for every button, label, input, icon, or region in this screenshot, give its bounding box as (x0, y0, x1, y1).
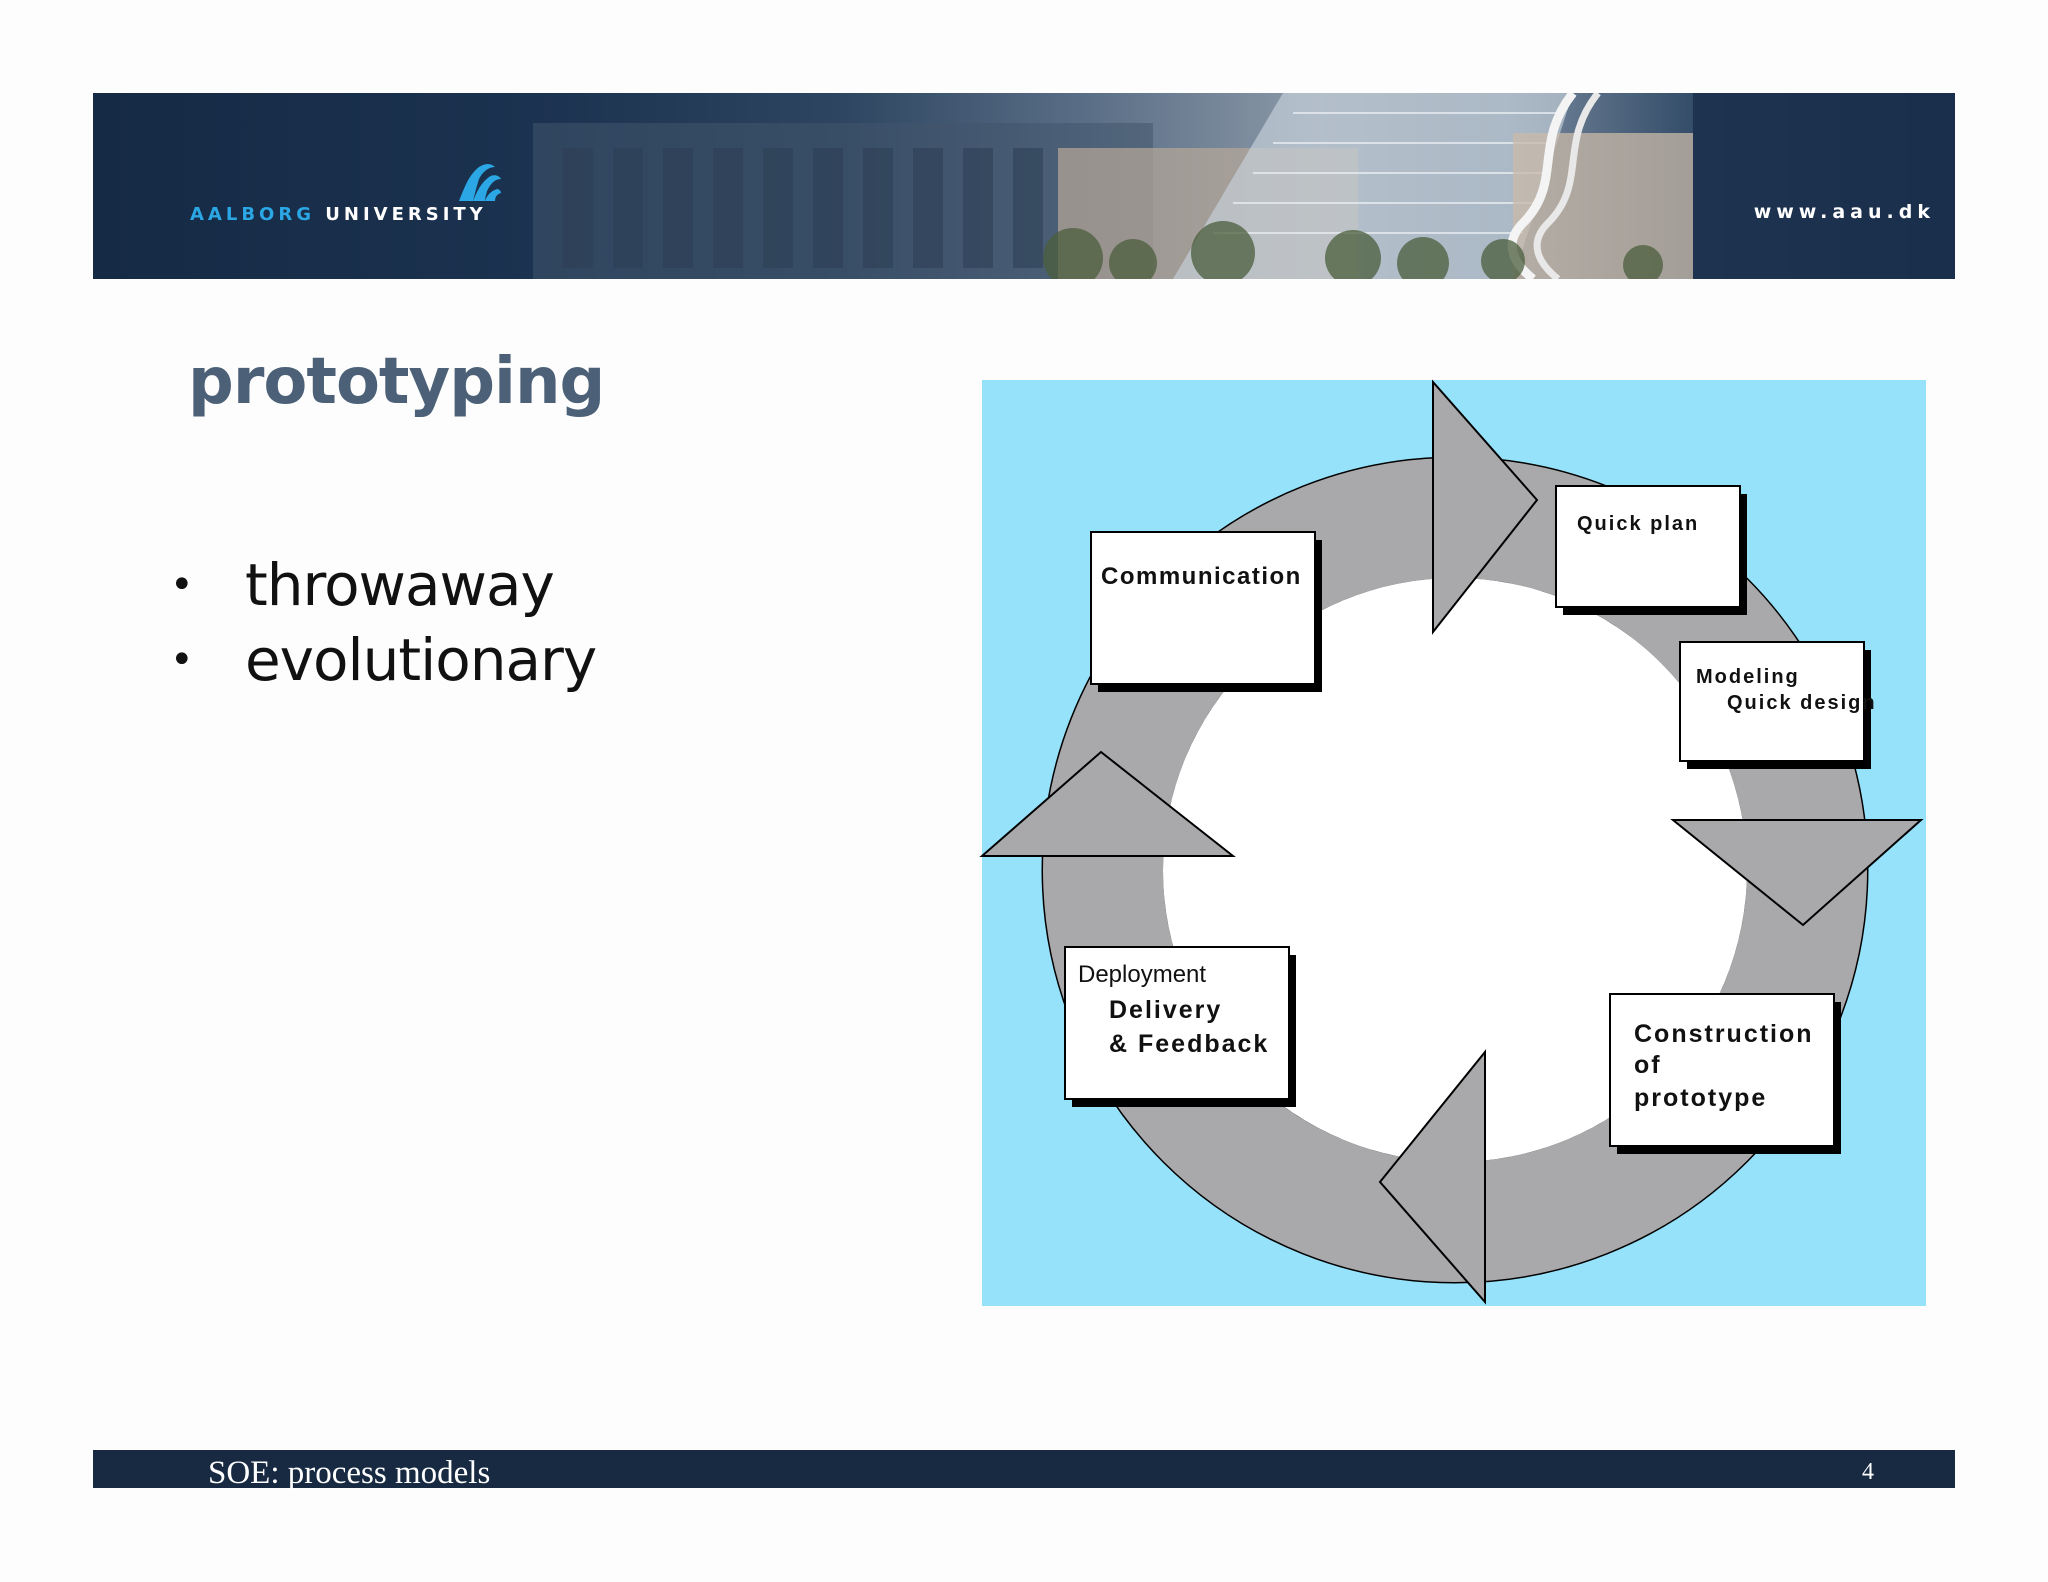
bullet-text: evolutionary (245, 626, 597, 694)
cycle-arrow-top-icon (1432, 379, 1539, 635)
cycle-arrow-bottom-icon (1378, 1049, 1486, 1305)
step-quick-plan: Quick plan (1555, 485, 1747, 615)
step-modeling: Modeling Quick design (1679, 641, 1877, 769)
step-construction: Construction of prototype (1609, 993, 1841, 1154)
footer-title: SOE: process models (208, 1455, 491, 1491)
bullet-dot-icon: • (170, 637, 194, 683)
step-communication: Communication (1090, 531, 1322, 692)
svg-text:Deployment: Deployment (1078, 961, 1206, 988)
step-label: Communication (1101, 563, 1302, 590)
bullet-text: throwaway (245, 551, 555, 619)
svg-text:Modeling Quick design: Modeling Quick design (1696, 666, 1877, 714)
svg-text:Delivery & Feedback: Delivery & Feedback (1109, 996, 1269, 1058)
step-label: Delivery (1109, 996, 1222, 1024)
header-banner (93, 93, 1955, 279)
step-label: Deployment (1078, 961, 1206, 988)
university-logo-icon (459, 164, 501, 201)
step-label: prototype (1634, 1084, 1767, 1112)
cycle-arrow-right-icon (1670, 819, 1924, 927)
step-label: Quick design (1727, 692, 1877, 714)
bullet-list: • throwaway • evolutionary (170, 548, 597, 698)
step-label: Modeling (1696, 666, 1800, 688)
logo-text-aalborg: AALBORG (190, 204, 315, 225)
svg-text:Construction of pr: Construction of prototype (1634, 1020, 1823, 1112)
page-number: 4 (1862, 1459, 1874, 1485)
cycle-arrow-left-icon (979, 750, 1236, 857)
step-deployment: Deployment Delivery & Feedback (1064, 946, 1296, 1107)
step-label: & Feedback (1109, 1030, 1269, 1058)
bullet-item: • throwaway (170, 548, 596, 623)
svg-text:Quick plan: Quick plan (1577, 513, 1699, 535)
step-label: Construction (1634, 1020, 1814, 1048)
university-name: AALBORG UNIVERSITY (190, 204, 487, 225)
bullet-item: • evolutionary (170, 623, 597, 698)
university-url: www.aau.dk (1753, 201, 1935, 223)
campus-building-photo (533, 93, 1955, 279)
step-label: of (1634, 1051, 1662, 1079)
svg-text:Communication: Communication (1101, 563, 1302, 590)
slide-title: prototyping (188, 345, 605, 419)
logo-text-university: UNIVERSITY (325, 204, 487, 225)
bullet-dot-icon: • (170, 562, 194, 608)
step-label: Quick plan (1577, 513, 1699, 535)
footer-bar: SOE: process models 4 (93, 1450, 1955, 1491)
